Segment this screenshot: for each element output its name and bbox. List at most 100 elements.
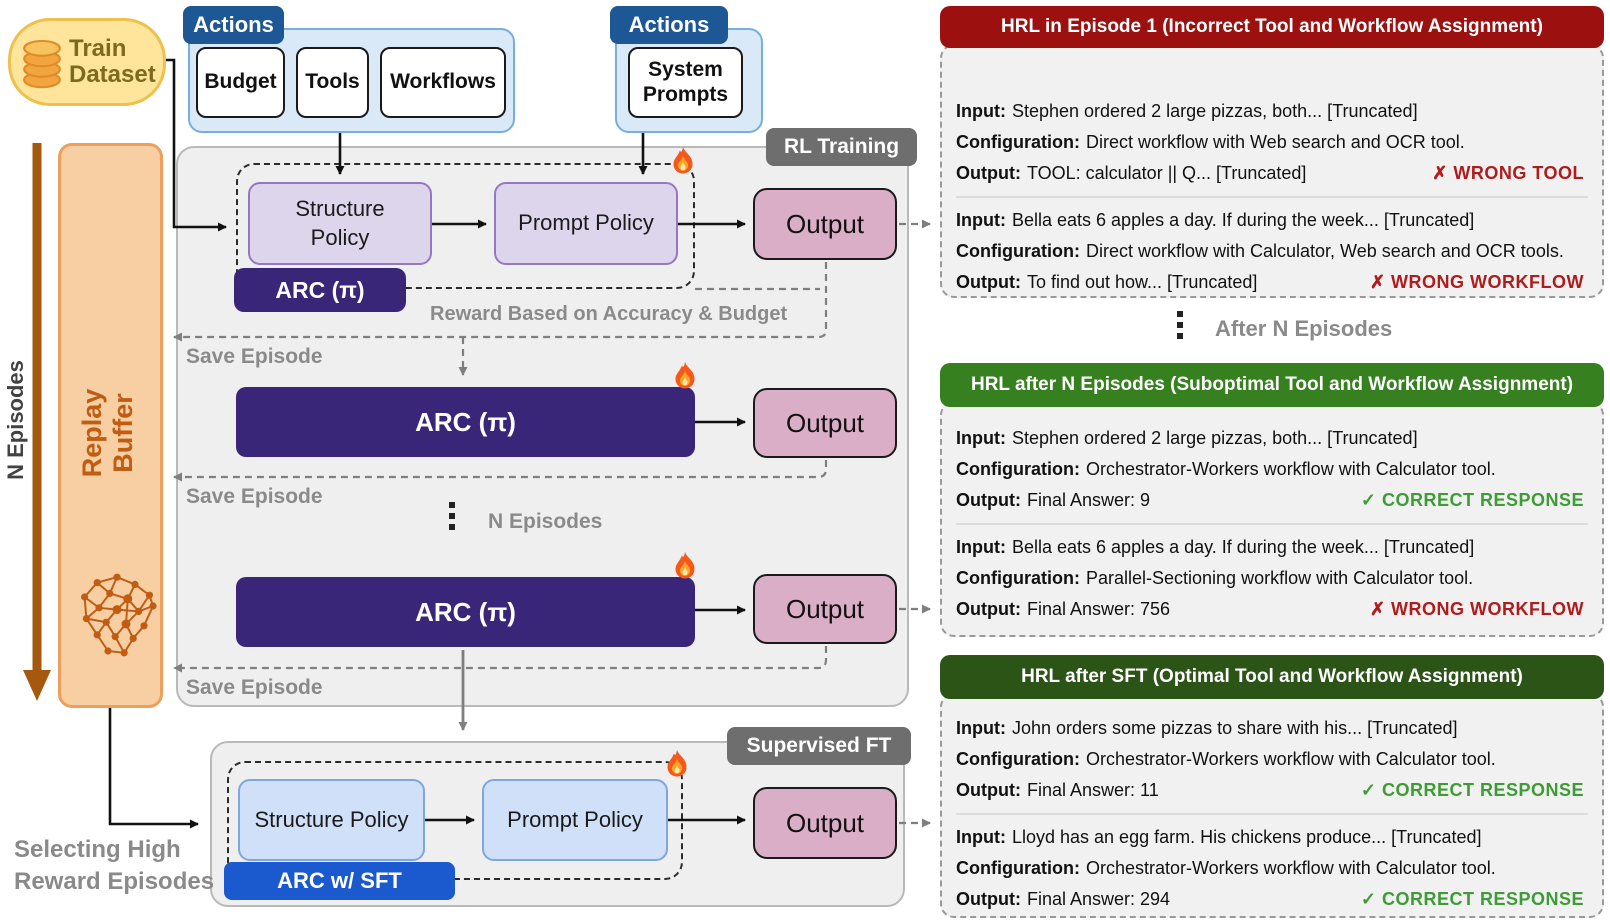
n-episodes-mid-label: N Episodes [488,510,602,534]
output-label: Output: [956,163,1021,183]
supervised-ft-text: Supervised FT [746,734,892,757]
save-episode-text-2: Save Episode [186,485,323,508]
entry-divider [956,813,1588,815]
output-box-2: Output [753,388,897,458]
output-label: Output: [956,889,1021,909]
panel-after-sft-header: HRL after SFT (Optimal Tool and Workflow… [940,655,1604,699]
actions-header-2: Actions [610,6,728,44]
configuration-value: Direct workflow with Web search and OCR … [1085,132,1465,152]
actions-title-1: Actions [193,12,274,37]
output-value: Final Answer: 756 [1026,599,1171,619]
configuration-label: Configuration: [956,749,1080,769]
output-label: Output: [956,780,1021,800]
panel3-entry1: Input:John orders some pizzas to share w… [956,713,1588,806]
output-label: Output: [956,272,1021,292]
panel-episode1-title: HRL in Episode 1 (Incorrect Tool and Wor… [1001,16,1543,37]
output-value: Final Answer: 11 [1026,780,1159,800]
arc-sft-box: ARC w/ SFT [224,862,455,900]
budget-label: Budget [204,70,277,94]
action-budget: Budget [196,47,285,118]
input-value: Bella eats 6 apples a day. If during the… [1011,537,1475,557]
prompt-policy-rl: Prompt Policy [494,182,678,265]
fire-icon [666,548,704,590]
panel-episode1-body: Input: Stephen ordered 2 large pizzas, bo… [940,44,1604,298]
replay-buffer-line2: Buffer [108,393,138,473]
structure-policy-label: Structure Policy [295,195,385,250]
n-episodes-axis-text: N Episodes [3,360,28,480]
arc-pi-label-2: ARC (π) [415,406,516,437]
input-value: Stephen ordered 2 large pizzas, both... … [1011,428,1418,448]
output-label-1: Output [785,208,865,239]
input-label: Input: [956,827,1006,847]
panel1-entry2: Input:Bella eats 6 apples a day. If duri… [956,205,1588,298]
panel-after-n-title: HRL after N Episodes (Suboptimal Tool an… [970,374,1574,395]
output-value: Final Answer: 294 [1026,889,1171,909]
arc-sft-label: ARC w/ SFT [277,868,402,893]
save-episode-2: Save Episode [186,485,323,509]
replay-buffer-line1: Replay [76,388,107,478]
save-episode-text-1: Save Episode [186,345,323,368]
input-value: Bella eats 6 apples a day. If during the… [1011,210,1475,230]
structure-policy-rl: Structure Policy [248,182,432,265]
input-label: Input: [956,718,1006,738]
input-label: Input: [956,537,1006,557]
configuration-label: Configuration: [956,568,1080,588]
arc-pi-box-2: ARC (π) [236,387,695,457]
rl-training-text: RL Training [783,135,900,158]
output-value: To find out how... [Truncated] [1026,272,1258,292]
panel1-entry1: Input:Stephen ordered 2 large pizzas, bo… [956,96,1588,189]
train-dataset-box: Train Dataset [8,18,166,106]
fire-icon [664,143,702,185]
workflows-label: Workflows [390,70,496,94]
database-icon [21,35,63,89]
configuration-value: Parallel-Sectioning workflow with Calcul… [1085,568,1474,588]
network-graph-icon [72,566,162,669]
prompt-policy-sft: Prompt Policy [482,779,668,861]
panel3-entry2: Input:Lloyd has an egg farm. His chicken… [956,822,1588,915]
configuration-label: Configuration: [956,858,1080,878]
status-badge: ✗ WRONG WORKFLOW [1369,272,1584,292]
arc-pi-small-box: ARC (π) [234,268,406,312]
selecting-high-reward-label: Selecting High Reward Episodes [14,834,214,899]
input-label: Input: [956,210,1006,230]
replay-buffer-box [58,143,163,708]
arc-pi-label-3: ARC (π) [415,596,516,627]
selecting-line1: Selecting High [14,836,181,863]
fire-icon [666,358,704,400]
status-badge: ✓ CORRECT RESPONSE [1360,889,1584,909]
input-value: Stephen ordered 2 large pizzas, both... … [1011,101,1418,121]
action-tools: Tools [296,47,369,118]
configuration-label: Configuration: [956,132,1080,152]
panel-after-n-header: HRL after N Episodes (Suboptimal Tool an… [940,363,1604,407]
output-label-2: Output [785,407,865,438]
input-value: Lloyd has an egg farm. His chickens prod… [1011,827,1482,847]
configuration-value: Orchestrator-Workers workflow with Calcu… [1085,459,1496,479]
system-prompts-label: System Prompts [642,58,729,106]
actions-title-2: Actions [628,12,710,37]
reward-text-span: Reward Based on Accuracy & Budget [430,303,788,325]
configuration-label: Configuration: [956,241,1080,261]
tools-label: Tools [305,70,360,94]
fire-icon [658,746,696,788]
rl-training-label: RL Training [766,128,917,166]
input-label: Input: [956,428,1006,448]
output-label-4: Output [785,807,865,838]
panel2-entry1: Input:Stephen ordered 2 large pizzas, bo… [956,423,1588,516]
train-dataset-label: Train Dataset [69,34,156,88]
action-workflows: Workflows [380,47,506,118]
output-value: TOOL: calculator || Q... [Truncated] [1026,163,1307,183]
configuration-value: Orchestrator-Workers workflow with Calcu… [1085,749,1496,769]
save-episode-1: Save Episode [186,345,323,369]
status-badge: ✓ CORRECT RESPONSE [1360,780,1584,800]
output-label: Output: [956,599,1021,619]
after-n-episodes-text: After N Episodes [1215,316,1393,341]
prompt-policy-sft-label: Prompt Policy [507,806,643,832]
panel-after-n-body: Input:Stephen ordered 2 large pizzas, bo… [940,401,1604,637]
configuration-value: Direct workflow with Calculator, Web sea… [1085,241,1564,261]
arc-pi-box-3: ARC (π) [236,577,695,647]
status-badge: ✗ WRONG TOOL [1432,163,1584,183]
action-system-prompts: System Prompts [628,47,743,118]
after-n-episodes-label: After N Episodes [1215,316,1392,342]
configuration-value: Orchestrator-Workers workflow with Calcu… [1085,858,1496,878]
